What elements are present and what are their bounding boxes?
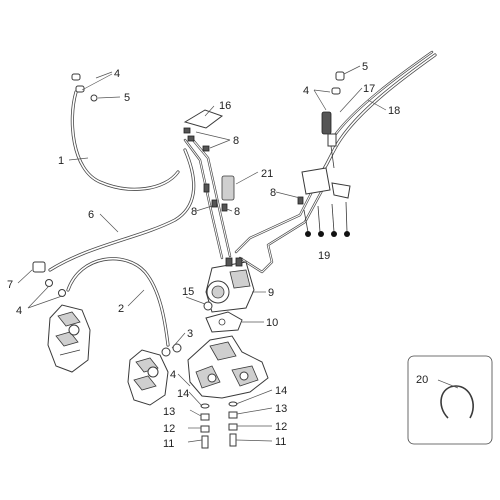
label-20: 20 [416,374,428,386]
label-12-left: 12 [163,423,175,435]
label-12-right: 12 [275,421,287,433]
label-4-caliper: 4 [170,369,176,381]
hose-18 [316,53,437,180]
label-2: 2 [118,303,124,315]
fittings-8-upper [183,127,210,152]
fittings-7-4-left [32,261,66,297]
label-5-right: 5 [362,61,368,73]
label-14-right: 14 [275,385,287,397]
label-3: 3 [187,328,193,340]
label-21: 21 [261,168,273,180]
bolt-stack-right [228,401,238,447]
label-11-right: 11 [275,436,286,448]
mounting-plate-10 [205,311,243,333]
label-11-left: 11 [163,438,174,450]
part-labels: 4 5 1 6 7 4 2 3 4 15 9 10 16 8 21 8 8 8 … [7,61,428,450]
dot-items-19 [303,201,350,237]
inset-frame-20 [407,355,493,445]
label-15: 15 [182,286,194,298]
label-8-upper: 8 [233,135,239,147]
label-13-right: 13 [275,403,287,415]
fittings-8-mid [211,196,304,212]
bolt-stack-left [200,403,210,449]
hose-6 [48,148,196,272]
main-bracket [187,335,269,399]
label-8-right: 8 [270,187,276,199]
label-5-top-left: 5 [124,92,130,104]
label-10: 10 [266,317,278,329]
abs-modulator-9 [205,257,255,313]
label-4-top-left: 4 [114,68,120,80]
clip-21 [203,175,235,201]
label-14-left: 14 [177,388,189,400]
label-19: 19 [318,250,330,262]
hose-1 [70,90,180,191]
bolt-3 [161,343,182,357]
hose-2 [66,257,170,347]
front-caliper-right [127,349,169,406]
front-caliper-left [47,304,91,373]
label-9: 9 [268,287,274,299]
label-8-mid-left: 8 [191,206,197,218]
washer-15 [203,301,213,311]
label-18: 18 [388,105,400,117]
leader-lines [17,65,459,443]
label-17: 17 [363,83,375,95]
label-6: 6 [88,209,94,221]
switch-17 [321,71,345,169]
bracket-right [301,167,351,199]
brake-pipes [183,138,327,274]
label-13-left: 13 [163,406,175,418]
label-4-right: 4 [303,85,309,97]
bracket-16 [183,109,224,129]
label-16: 16 [219,100,231,112]
label-1: 1 [58,155,64,167]
label-8-mid-right: 8 [234,206,240,218]
pipe-18b [333,50,434,137]
label-4-left: 4 [16,305,22,317]
label-7: 7 [7,279,13,291]
